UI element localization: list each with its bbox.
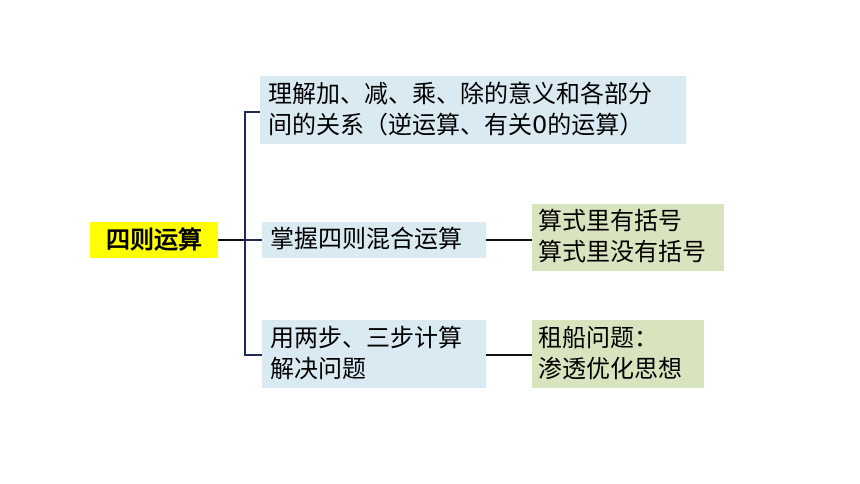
branch-node-meaning-relations: 理解加、减、乘、除的意义和各部分 间的关系（逆运算、有关0的运算）: [260, 76, 686, 144]
branch-2-line-1: 掌握四则混合运算: [270, 225, 462, 253]
branch-3-line-1: 用两步、三步计算: [270, 324, 462, 352]
branch-node-problem-solving: 用两步、三步计算 解决问题: [262, 320, 486, 388]
leaf-node-brackets: 算式里有括号 算式里没有括号: [532, 204, 724, 271]
leaf-3-line-2: 渗透优化思想: [538, 355, 682, 383]
branch-node-mixed-operations: 掌握四则混合运算: [262, 222, 486, 258]
branch-3-line-2: 解决问题: [270, 355, 366, 383]
root-label: 四则运算: [106, 226, 202, 254]
leaf-node-boat-rental: 租船问题： 渗透优化思想: [532, 320, 704, 388]
root-node: 四则运算: [90, 222, 218, 258]
leaf-2-line-2: 算式里没有括号: [538, 238, 706, 266]
branch-1-line-1: 理解加、减、乘、除的意义和各部分: [268, 80, 652, 108]
branch-1-line-2: 间的关系（逆运算、有关0的运算）: [268, 111, 644, 139]
leaf-3-line-1: 租船问题：: [538, 324, 658, 352]
leaf-2-line-1: 算式里有括号: [538, 207, 682, 235]
